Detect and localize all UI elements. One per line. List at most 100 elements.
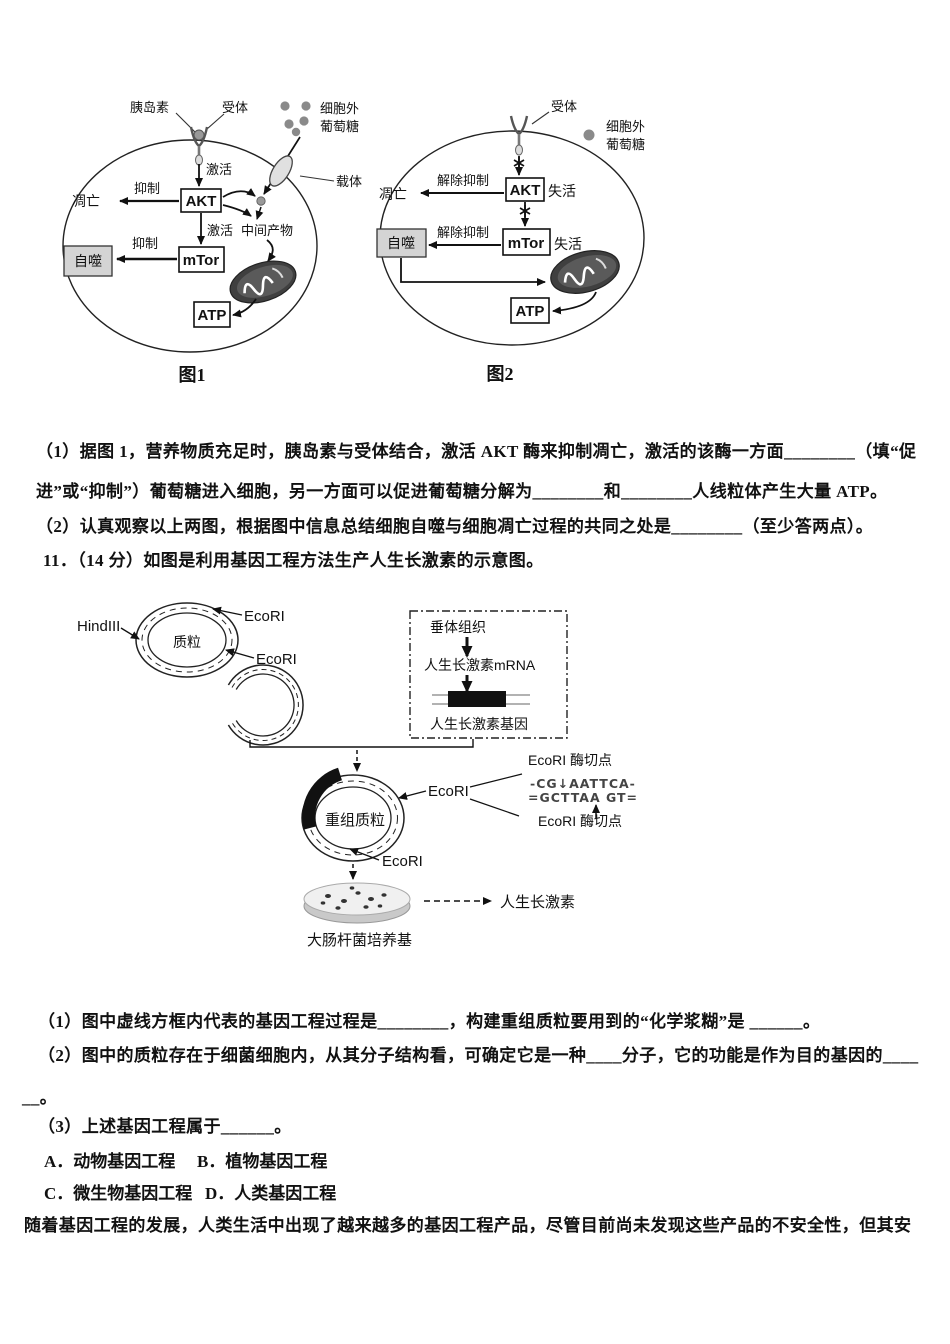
fig1-intermediate-label: 中间产物: [241, 223, 293, 238]
fig1-glucose-dots-icon: [280, 101, 311, 137]
sequence-top-strand: -CG↓AATTCA-: [530, 776, 636, 791]
fig2-autophagy-box: [376, 228, 427, 258]
fig1-extracellular-label: 细胞外: [320, 101, 359, 116]
cell-signalling-figure: 胰岛素 受体 细胞外 葡萄糖 载体: [62, 99, 645, 385]
recombinant-plasmid-icon: [301, 767, 405, 862]
ecori-cutsite-label-bottom: EcoRI 酶切点: [538, 813, 622, 829]
fig2-akt-box: [505, 177, 545, 202]
hindiii-leader-arrow: [120, 627, 140, 640]
fig1-mitochondria-icon: [229, 260, 297, 304]
ecori-label-top: EcoRI: [244, 608, 285, 625]
fig1-insulin-label: 胰岛素: [130, 100, 169, 115]
fig2-autophagy-to-mito-arrow: [400, 258, 546, 286]
fig1-mtor-box: [178, 246, 225, 273]
fig1-intermediate-dot: [256, 196, 266, 206]
fig2-release-label-1: 解除抑制: [437, 173, 489, 188]
q11-stem: 11．（14 分）如图是利用基因工程方法生产人生长激素的示意图。: [43, 551, 544, 570]
petri-dish-icon: [303, 882, 411, 924]
fig1-mtor-label: mTor: [183, 252, 220, 269]
fig1-inhibit-label-1: 抑制: [134, 181, 160, 196]
mrna-label: 人生长激素mRNA: [424, 657, 536, 673]
fig2-glucose-label: 葡萄糖: [606, 137, 645, 152]
fig2-release-label-2: 解除抑制: [437, 225, 489, 240]
pituitary-label: 垂体组织: [430, 619, 486, 635]
ecori-cutsite-label-top: EcoRI 酶切点: [528, 752, 612, 768]
fig1-apoptosis-label: 凋亡: [72, 193, 100, 209]
fig2-blocked-marker-1: [513, 157, 525, 169]
fig1-activate-label-2: 激活: [207, 223, 233, 238]
recombinant-plasmid-label: 重组质粒: [325, 812, 385, 829]
fig1-receptor-label: 受体: [222, 100, 248, 115]
gene-label: 人生长激素基因: [430, 716, 528, 732]
genetic-engineering-figure: 质粒 HindIII EcoRI EcoRI 垂体组织 人生长激素mRNA 人生…: [77, 602, 638, 949]
q11-part2-line: （2）图中的质粒存在于细菌细胞内，从其分子结构看，可确定它是一种____分子，它…: [38, 1046, 919, 1065]
inserted-gene-segment: [302, 767, 343, 830]
fig2-mito-to-atp-arrow: [552, 291, 597, 315]
fig1-activate-label-1: 激活: [206, 162, 232, 177]
cut-plasmid-icon: [227, 664, 304, 746]
fig2-mtor-label: mTor: [508, 235, 545, 252]
fig1-akt-to-intermediate-arrow: [222, 204, 252, 217]
source-dashed-box: [409, 610, 568, 739]
fig1-glucose-label: 葡萄糖: [320, 119, 359, 134]
fig1-receptor-leader: [206, 113, 225, 130]
q11-part3-line: （3）上述基因工程属于______。: [38, 1117, 292, 1136]
option-b: B．植物基因工程: [197, 1152, 328, 1171]
fig1-diagram: 胰岛素 受体 细胞外 葡萄糖 载体: [62, 100, 362, 385]
fig2-autophagy-label: 自噬: [387, 235, 415, 251]
fig1-akt-label: AKT: [186, 193, 217, 210]
q10-part1-line2: 进”或“抑制”）葡萄糖进入细胞，另一方面可以促进葡萄糖分解为________和_…: [36, 482, 888, 501]
medium-label: 大肠杆菌培养基: [307, 932, 412, 949]
fig1-carrier-label: 载体: [336, 174, 362, 189]
fig1-autophagy-box: [63, 245, 113, 277]
fig2-receptor-label: 受体: [551, 99, 577, 114]
hindiii-label: HindIII: [77, 618, 120, 635]
q10-part1-line1: （1）据图 1，营养物质充足时，胰岛素与受体结合，激活 AKT 酶来抑制凋亡，激…: [36, 442, 917, 461]
option-d: D．人类基因工程: [205, 1184, 337, 1203]
fig1-caption: 图1: [179, 365, 206, 385]
q10-part2-line: （2）认真观察以上两图，根据图中信息总结细胞自噬与细胞凋亡过程的共同之处是___…: [36, 517, 874, 536]
fig1-dot-to-intermediate-arrow: [255, 206, 264, 220]
fig2-mtor-inactive-label: 失活: [554, 236, 582, 252]
plasmid-label: 质粒: [173, 634, 201, 650]
plasmid-icon: [135, 602, 239, 678]
fig1-akt-box: [180, 188, 222, 213]
q11-part1-line: （1）图中虚线方框内代表的基因工程过程是________，构建重组质粒要用到的“…: [38, 1012, 821, 1031]
split-line-up: [469, 773, 523, 788]
fig1-cell-membrane: [62, 139, 318, 353]
fig2-extracellular-label: 细胞外: [606, 119, 645, 134]
fig2-receptor-leader: [531, 111, 550, 125]
fig2-mtor-box: [502, 228, 551, 256]
fig1-receptor-icon: [189, 126, 209, 166]
gene-bar-icon: [432, 691, 530, 707]
fig2-blocked-marker-2: [519, 205, 531, 217]
split-line-down: [469, 798, 520, 817]
fig2-atp-label: ATP: [516, 303, 545, 320]
q11-tail-paragraph: 随着基因工程的发展，人类生活中出现了越来越多的基因工程产品，尽管目前尚未发现这些…: [24, 1216, 912, 1235]
fig1-mito-to-atp-arrow: [232, 298, 257, 318]
joining-bracket: [249, 739, 474, 748]
fig2-glucose-dot-icon: [583, 129, 595, 141]
fig1-carrier-icon: [269, 155, 293, 187]
q11-part2-continuation: __。: [22, 1088, 58, 1107]
fig2-akt-label: AKT: [510, 182, 541, 199]
fig2-diagram: 受体 细胞外 葡萄糖 AKT 失活 解除抑制 凋亡: [376, 99, 645, 384]
hormone-label: 人生长激素: [500, 894, 575, 911]
fig1-intermediate-to-mito-arrow: [266, 239, 276, 262]
ecori-leader-right: [398, 790, 427, 800]
fig1-inhibit-label-2: 抑制: [132, 236, 158, 251]
fig2-mitochondria-icon: [550, 250, 620, 294]
fig1-autophagy-label: 自噬: [74, 253, 102, 269]
option-c: C．微生物基因工程: [44, 1184, 193, 1203]
ecori-label-bottom: EcoRI: [382, 853, 423, 870]
ecori-leader-bottom: [349, 848, 380, 861]
sequence-bottom-strand: =GCTTAA GT=: [528, 790, 638, 805]
ecori-label-mid: EcoRI: [256, 651, 297, 668]
fig1-atp-box: [193, 301, 231, 328]
ecori-leader-mid: [225, 648, 255, 659]
fig2-atp-box: [510, 297, 550, 324]
fig1-carrier-leader: [299, 175, 335, 182]
ecori-label-right: EcoRI: [428, 783, 469, 800]
fig2-receptor-icon: [509, 115, 529, 156]
